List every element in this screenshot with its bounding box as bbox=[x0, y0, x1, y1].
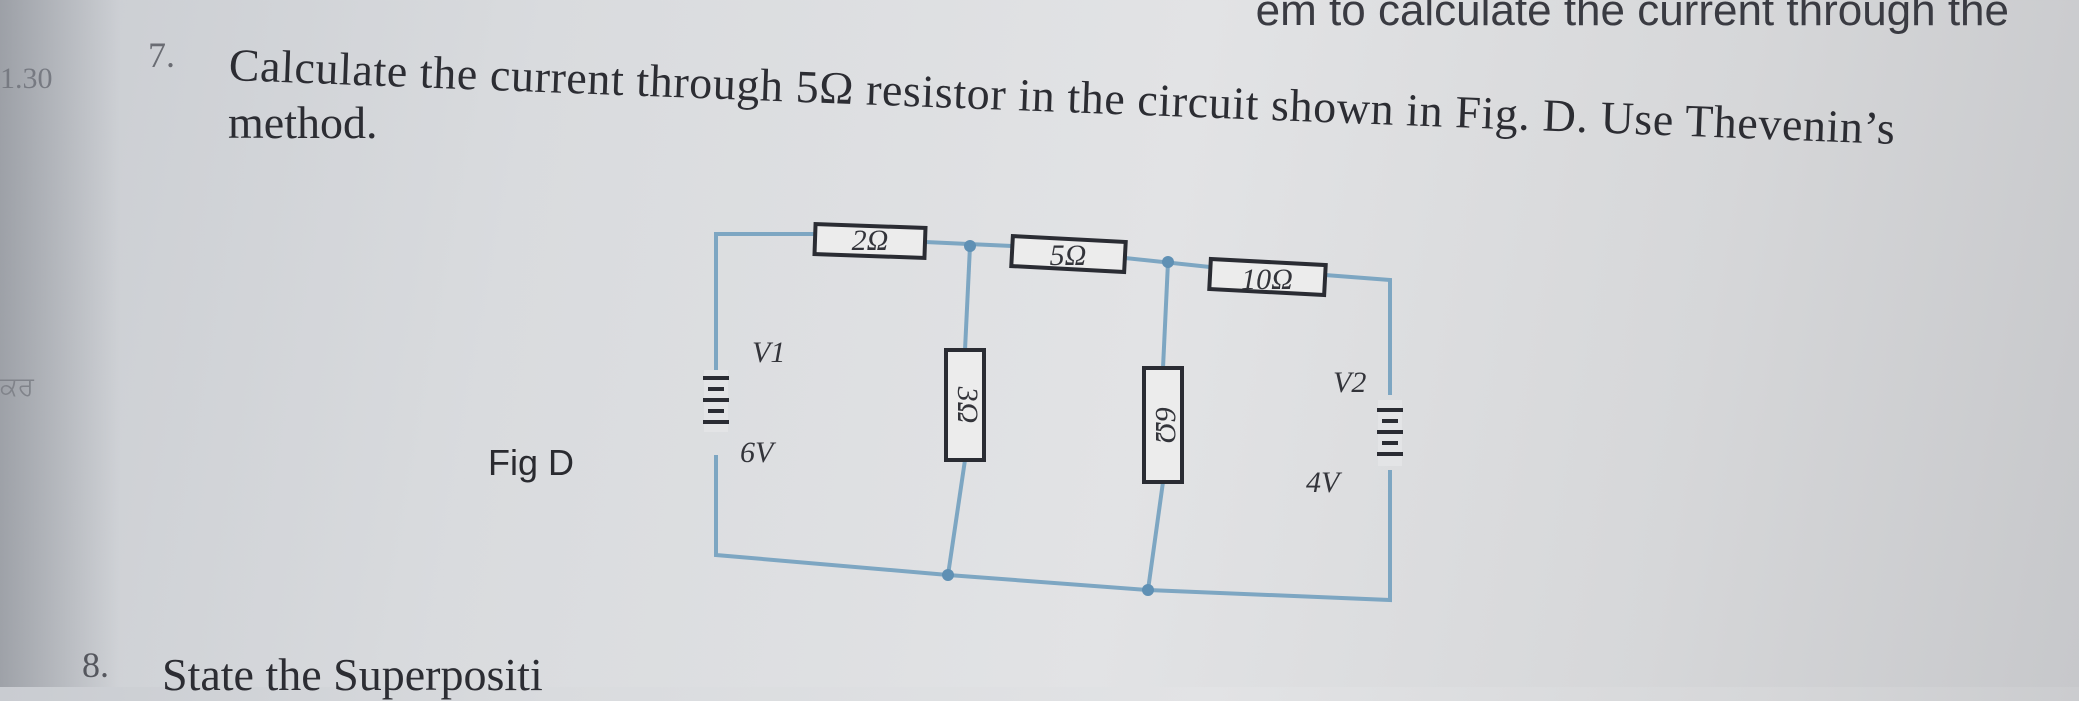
resistor-2-ohm: 2Ω bbox=[812, 222, 928, 260]
figure-label: Fig D bbox=[488, 442, 575, 483]
wire-3ohm-bottom bbox=[946, 459, 967, 576]
junction-node bbox=[1162, 256, 1174, 268]
wire-top-left bbox=[714, 232, 815, 410]
question-7-number: 7. bbox=[148, 35, 175, 75]
wire-v2-bottom bbox=[714, 455, 1392, 603]
resistor-3-ohm: 3Ω bbox=[944, 348, 986, 462]
margin-mark: 1.30 bbox=[0, 62, 53, 95]
junction-node bbox=[1142, 584, 1154, 596]
wire-node2-6ohm bbox=[1161, 261, 1170, 369]
resistor-5-ohm-label: 5Ω bbox=[1050, 239, 1087, 272]
resistor-6-ohm-label: 6Ω bbox=[1149, 407, 1182, 444]
wire-node1-3ohm bbox=[963, 245, 972, 351]
battery-v1-name: V1 bbox=[752, 336, 785, 369]
previous-question-text: em to calculate the current through the bbox=[1255, 0, 2009, 35]
wire-6ohm-bottom bbox=[1146, 481, 1165, 591]
resistor-10-ohm: 10Ω bbox=[1207, 256, 1328, 298]
battery-v2-value: 4V bbox=[1306, 466, 1343, 499]
page-edge-shadow bbox=[0, 0, 120, 687]
wire-top-right bbox=[1324, 273, 1392, 395]
junction-node bbox=[964, 240, 976, 252]
resistor-2-ohm-label: 2Ω bbox=[852, 224, 889, 257]
resistor-3-ohm-label: 3Ω bbox=[951, 386, 984, 424]
battery-v2-name: V2 bbox=[1333, 366, 1366, 399]
margin-mark-2: ਕਰ bbox=[0, 372, 34, 401]
resistor-6-ohm: 6Ω bbox=[1142, 366, 1184, 484]
battery-v2: V2 4V bbox=[1306, 366, 1403, 499]
battery-v1-value: 6V bbox=[740, 436, 777, 469]
junction-node bbox=[942, 569, 954, 581]
resistor-5-ohm: 5Ω bbox=[1009, 233, 1128, 275]
question-8-text: State the Superpositi bbox=[162, 649, 543, 700]
question-8-number: 8. bbox=[82, 645, 109, 685]
battery-v1: V1 6V bbox=[703, 336, 785, 469]
question-7-text-line-2: method. bbox=[228, 97, 378, 148]
resistor-10-ohm-label: 10Ω bbox=[1241, 263, 1293, 296]
